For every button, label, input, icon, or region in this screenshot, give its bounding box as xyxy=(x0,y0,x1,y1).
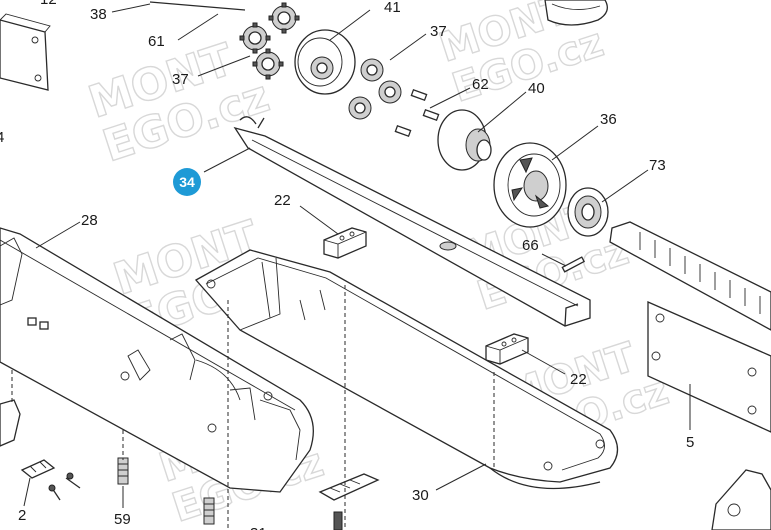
part-screws xyxy=(48,472,81,501)
label-73: 73 xyxy=(649,157,666,174)
label-4: 4 xyxy=(0,129,4,146)
part-connector-31 xyxy=(318,473,380,501)
label-37-right: 37 xyxy=(430,23,447,40)
label-37-left: 37 xyxy=(172,71,189,88)
label-62: 62 xyxy=(472,76,489,93)
part-flange-40 xyxy=(437,109,492,171)
label-41: 41 xyxy=(384,0,401,16)
leader-lines xyxy=(23,3,691,508)
part-housing-30 xyxy=(194,249,619,490)
label-34-highlight: 34 xyxy=(173,168,201,196)
part-carrier-41 xyxy=(294,29,356,95)
label-22-upper: 22 xyxy=(274,192,291,209)
label-22-lower: 22 xyxy=(570,371,587,388)
label-66: 66 xyxy=(522,237,539,254)
part-pins-62 xyxy=(394,88,440,138)
part-shaft-38 xyxy=(149,1,246,11)
part-pin-66 xyxy=(561,256,585,273)
part-block-22-lower xyxy=(485,333,529,365)
label-61: 61 xyxy=(148,33,165,50)
part-bracket-4 xyxy=(0,399,21,447)
part-top-housing xyxy=(544,0,608,26)
part-plate-5 xyxy=(647,301,771,433)
label-38: 38 xyxy=(90,6,107,23)
label-40: 40 xyxy=(528,80,545,97)
part-labels: 12 38 41 61 37 37 62 40 36 34 73 22 28 6… xyxy=(0,0,694,530)
label-34: 34 xyxy=(179,174,195,190)
label-2: 2 xyxy=(18,507,26,524)
part-housing-28 xyxy=(0,227,314,493)
part-arm-bottom-right xyxy=(711,469,771,530)
label-30: 30 xyxy=(412,487,429,504)
part-gear-37-middle xyxy=(348,58,402,120)
part-screw-59 xyxy=(117,457,129,485)
label-36: 36 xyxy=(600,111,617,128)
label-28: 28 xyxy=(81,212,98,229)
part-screw-center xyxy=(203,497,343,530)
part-ring-gear-36 xyxy=(493,142,567,228)
part-plate-12 xyxy=(0,13,51,91)
part-clip-2 xyxy=(20,459,56,479)
label-5: 5 xyxy=(686,434,694,451)
part-worm-screw xyxy=(609,221,771,331)
label-59: 59 xyxy=(114,511,131,528)
label-31: 31 xyxy=(250,525,267,530)
part-block-22-upper xyxy=(323,227,367,259)
part-gear-37-upper xyxy=(239,2,300,80)
highlight-badge xyxy=(173,168,201,196)
label-12: 12 xyxy=(40,0,57,8)
part-rail-34 xyxy=(233,116,591,327)
part-bearing-73 xyxy=(567,187,609,237)
assembly-dashed-lines xyxy=(11,285,495,530)
